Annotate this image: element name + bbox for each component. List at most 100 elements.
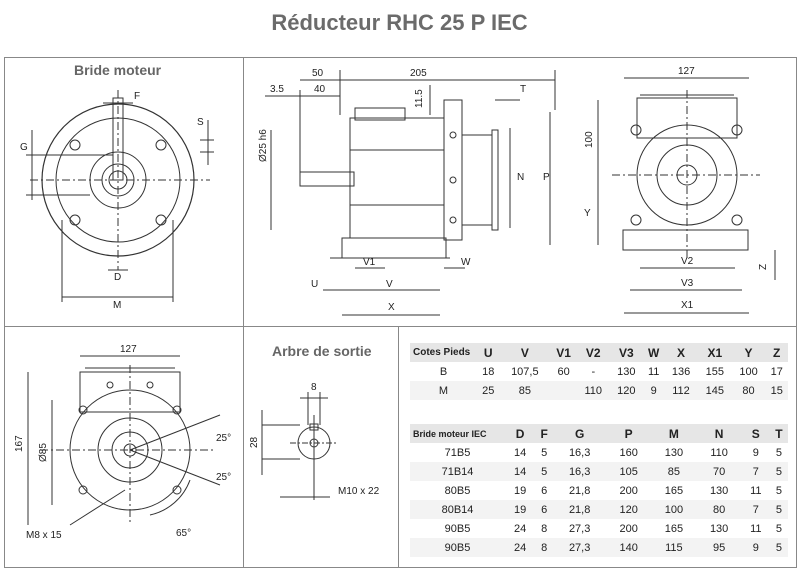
cell: 145 [697,381,732,400]
page-title: Réducteur RHC 25 P IEC [271,10,528,35]
dim-x1: X1 [681,300,694,311]
dim-angle-65: 65° [176,528,191,539]
cell: 14 [513,446,527,459]
dim-n: N [517,172,524,183]
cell: 5 [769,462,788,481]
table-row: 90B5 24 8 27,3 140 115 95 9 5 [410,538,788,557]
cell: 200 [619,522,638,535]
cell: B [439,365,448,378]
cell: 85 [499,381,551,400]
cell: 165 [664,484,684,497]
cell: 17 [770,365,783,378]
cell: 155 [705,365,724,378]
feet-dimensions-table: Cotes Pieds U V V1 V2 V3 W X X1 Y Z B 18… [410,343,788,400]
feet-table-header: Cotes Pieds U V V1 V2 V3 W X X1 Y Z [410,343,788,362]
cell: 27,3 [553,538,607,557]
header-n: N [696,424,742,443]
cell: 130 [709,522,729,535]
dim-167: 167 [14,435,25,452]
header-g: G [553,424,607,443]
cell: 120 [606,500,652,519]
cell: 115 [651,538,697,557]
header-z: Z [765,343,788,362]
cell: 5 [541,446,548,459]
cell: 85 [651,462,697,481]
end-view-drawing [597,77,776,314]
flange-dimensions-table: Bride moteur IEC D F G P M N S T 71B5 14… [410,424,788,557]
cell: 110 [710,446,728,459]
cell [550,381,578,400]
dim-g: G [20,142,28,153]
dim-d: D [114,272,121,283]
cell: 112 [664,381,698,400]
header-m: M [651,424,697,443]
header-t: T [769,424,788,443]
cell: 5 [769,538,788,557]
cell: 140 [606,538,652,557]
header-p: P [606,424,652,443]
cell: 70 [696,462,742,481]
header-v2: V2 [577,343,610,362]
cell: 5 [535,462,554,481]
dim-m8: M8 x 15 [26,530,62,541]
header-y: Y [731,343,766,362]
dim-85: Ø85 [38,443,49,462]
cell: 6 [541,484,548,497]
cell: M [410,381,477,400]
cell: 165 [664,522,684,535]
cell: 5 [775,484,782,497]
dim-40: 40 [314,84,326,95]
output-shaft-drawing [261,392,338,500]
cell: 6 [535,500,554,519]
header-v: V [499,343,551,362]
cell: 21,8 [568,484,591,497]
dim-11-5: 11.5 [414,89,425,108]
cell: 130 [664,446,684,459]
header-v1: V1 [550,343,578,362]
dim-25h6: Ø25 h6 [258,129,269,162]
cell: 7 [741,462,770,481]
dim-50: 50 [312,68,324,79]
dim-f: F [134,91,140,102]
dim-100: 100 [584,131,595,148]
cell: 16,3 [568,446,591,459]
header-d: D [505,424,536,443]
table-row: 80B5 19 6 21,8 200 165 130 11 5 [410,481,788,500]
flange-table-header: Bride moteur IEC D F G P M N S T [410,424,788,443]
header-x: X [664,343,698,362]
header-s: S [741,424,770,443]
cell: 8 [541,522,548,535]
motor-flange-view [26,90,214,302]
dim-y: Y [584,208,591,219]
dim-w: W [461,257,471,268]
cell: 7 [741,500,770,519]
dim-205: 205 [410,68,427,79]
cell: 80B14 [410,500,505,519]
table-row: 80B14 19 6 21,8 120 100 80 7 5 [410,500,788,519]
header-bride-moteur-iec: Bride moteur IEC [410,424,505,443]
cell: - [591,365,596,378]
cell: 27,3 [568,522,591,535]
dim-v1: V1 [363,257,376,268]
cell: 11 [750,484,762,497]
dim-m: M [113,300,121,311]
cell: 95 [696,538,742,557]
cell: 90B5 [410,538,505,557]
header-cotes-pieds: Cotes Pieds [410,343,477,362]
cell: 80B5 [444,484,471,497]
cell: 136 [671,365,691,378]
dim-v: V [386,279,393,290]
cell: 5 [775,522,782,535]
cell: 9 [643,381,665,400]
panel-tables [398,326,797,568]
cell: 15 [765,381,788,400]
cell: 80 [696,500,742,519]
cell: 11 [647,365,660,378]
dim-3-5: 3.5 [270,84,284,95]
cell: 110 [577,381,610,400]
dim-127-top: 127 [678,66,695,77]
cell: 90B5 [444,522,471,535]
cell: 11 [750,522,762,535]
table-row: 71B14 14 5 16,3 105 85 70 7 5 [410,462,788,481]
cell: 105 [606,462,652,481]
